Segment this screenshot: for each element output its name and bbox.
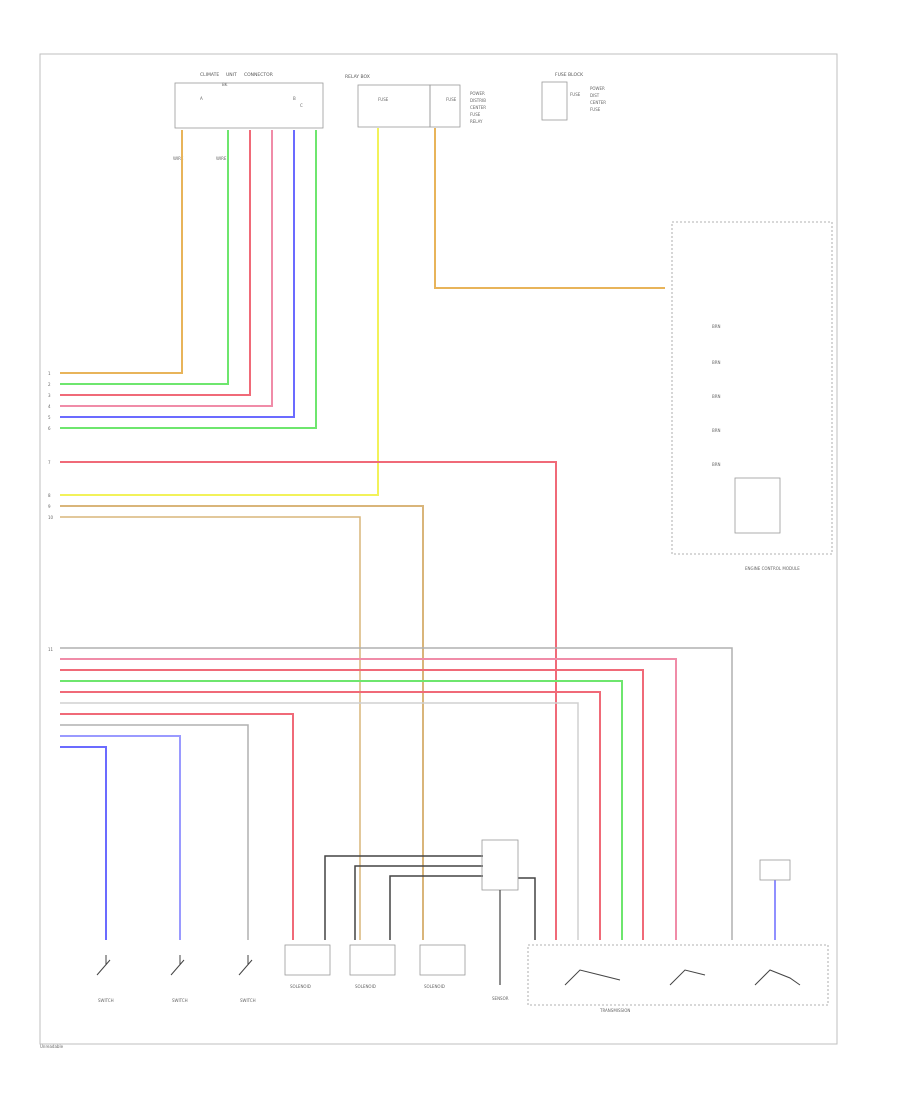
svg-text:3: 3 — [48, 393, 51, 398]
svg-text:DIST: DIST — [590, 93, 600, 98]
bottom-labels: SWITCH SWITCH SWITCH SOLENOID SOLENOID S… — [98, 984, 630, 1013]
switch-group-right — [527, 859, 829, 1006]
wire-red-4 — [60, 691, 601, 940]
svg-text:BRN: BRN — [712, 428, 721, 433]
fuse-box-center: RELAY BOX FUSE FUSE POWER DISTRIB CENTER… — [345, 74, 486, 128]
svg-text:7: 7 — [48, 460, 51, 465]
svg-text:RELAY BOX: RELAY BOX — [345, 74, 370, 80]
svg-text:CENTER: CENTER — [470, 105, 486, 110]
wire-tan-2 — [60, 516, 361, 940]
svg-text:CONNECTOR: CONNECTOR — [244, 72, 273, 78]
svg-text:FUSE BLOCK: FUSE BLOCK — [555, 72, 584, 78]
top-left-connector: CLIMATE UNIT CONNECTOR BK A B C WIRE WIR… — [173, 72, 324, 161]
svg-text:BRN: BRN — [712, 462, 721, 467]
wire-black-group — [324, 855, 536, 940]
control-module: ENGINE CONTROL MODULE BRN BRN BRN BRN BR… — [671, 221, 833, 571]
figure-code: Unreadable — [40, 1044, 64, 1049]
svg-text:WIRE: WIRE — [216, 156, 227, 161]
wire-green-3 — [60, 680, 623, 940]
wire-red-2 — [60, 461, 557, 940]
wire-pink-1 — [60, 130, 273, 407]
svg-text:UNIT: UNIT — [226, 72, 237, 78]
svg-text:6: 6 — [48, 426, 51, 431]
wire-orange-2 — [434, 128, 665, 289]
fuse-box-right: FUSE BLOCK FUSE POWER DIST CENTER FUSE — [541, 72, 606, 121]
svg-text:ENGINE CONTROL MODULE: ENGINE CONTROL MODULE — [745, 566, 800, 571]
svg-text:SWITCH: SWITCH — [172, 998, 188, 1003]
svg-text:FUSE: FUSE — [570, 92, 581, 97]
diagram-frame — [39, 53, 838, 1045]
svg-text:POWER: POWER — [470, 91, 485, 96]
svg-text:FUSE: FUSE — [590, 107, 601, 112]
svg-text:CLIMATE: CLIMATE — [200, 72, 219, 78]
svg-text:9: 9 — [48, 504, 51, 509]
left-connector-labels: 1 2 3 4 5 6 7 8 9 10 11 — [48, 371, 54, 652]
svg-text:2: 2 — [48, 382, 51, 387]
wire-gray-2 — [60, 702, 579, 940]
svg-text:BK: BK — [222, 82, 228, 87]
svg-text:POWER: POWER — [590, 86, 605, 91]
svg-text:SOLENOID: SOLENOID — [290, 984, 311, 989]
svg-text:BRN: BRN — [712, 394, 721, 399]
wire-red-1 — [60, 130, 251, 396]
wire-lightblue — [60, 735, 181, 940]
wire-green-1 — [60, 130, 229, 385]
wire-yellow — [60, 128, 379, 496]
svg-text:B: B — [293, 96, 296, 101]
svg-text:4: 4 — [48, 404, 51, 409]
svg-text:WIRE: WIRE — [173, 156, 184, 161]
svg-text:5: 5 — [48, 415, 51, 420]
svg-text:11: 11 — [48, 647, 54, 652]
wire-blue-1 — [60, 130, 295, 418]
svg-text:CENTER: CENTER — [590, 100, 606, 105]
svg-text:RELAY: RELAY — [470, 119, 483, 124]
svg-text:1: 1 — [48, 371, 51, 376]
svg-text:DISTRIB: DISTRIB — [470, 98, 486, 103]
svg-text:SWITCH: SWITCH — [240, 998, 256, 1003]
svg-text:8: 8 — [48, 493, 51, 498]
svg-text:SOLENOID: SOLENOID — [424, 984, 445, 989]
solenoid-boxes — [284, 944, 466, 976]
wire-red-5 — [60, 713, 294, 940]
svg-text:A: A — [200, 96, 203, 101]
wire-red-3 — [60, 669, 644, 940]
wire-orange-1 — [60, 130, 183, 374]
svg-text:TRANSMISSION: TRANSMISSION — [599, 1008, 630, 1013]
wire-green-2 — [60, 130, 317, 429]
svg-text:SENSOR: SENSOR — [492, 996, 509, 1001]
svg-text:FUSE: FUSE — [378, 97, 389, 102]
wire-gray-1 — [60, 647, 733, 940]
svg-text:FUSE: FUSE — [446, 97, 457, 102]
center-sensor — [481, 839, 519, 985]
switch-group-left — [96, 955, 253, 976]
svg-text:FUSE: FUSE — [470, 112, 481, 117]
svg-text:10: 10 — [48, 515, 54, 520]
svg-text:SWITCH: SWITCH — [98, 998, 114, 1003]
wire-tan-1 — [60, 505, 424, 940]
svg-text:BRN: BRN — [712, 324, 721, 329]
svg-text:BRN: BRN — [712, 360, 721, 365]
wire-gray-3 — [60, 724, 249, 940]
svg-text:SOLENOID: SOLENOID — [355, 984, 376, 989]
wire-pink-2 — [60, 658, 677, 940]
wire-blue-2 — [60, 746, 107, 940]
svg-text:C: C — [300, 103, 303, 108]
